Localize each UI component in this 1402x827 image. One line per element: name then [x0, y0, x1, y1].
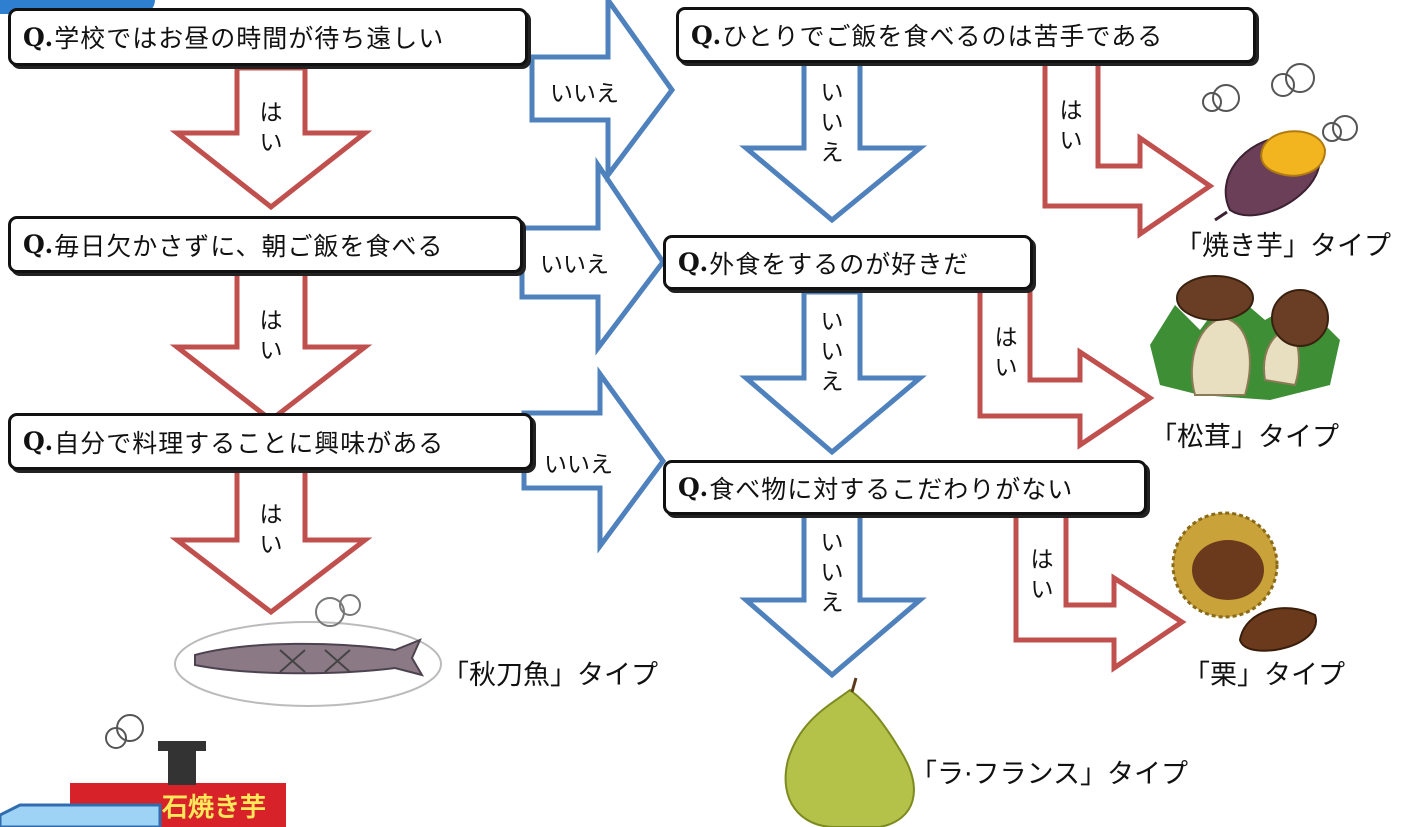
- chestnut-icon: [1171, 511, 1317, 652]
- question-text: 食べ物に対するこだわりがない: [709, 474, 1074, 504]
- no-arrow-q6: [739, 511, 927, 679]
- yes-label-q3: はい: [259, 502, 283, 558]
- question-box-q4: Q.ひとりでご飯を食べるのは苦手である: [676, 7, 1256, 63]
- no-label-q5: いいえ: [820, 309, 844, 395]
- yes-arrow-q6: [1013, 511, 1187, 673]
- no-label-q3: いいえ: [544, 452, 613, 478]
- result-lafrance: 「ラ·フランス」タイプ: [910, 759, 1189, 790]
- yes-arrow-q3: [169, 467, 373, 616]
- question-box-q2: Q.毎日欠かさずに、朝ご飯を食べる: [8, 216, 523, 273]
- question-box-q5: Q.外食をするのが好きだ: [663, 235, 1033, 290]
- yakiimo-truck-icon: [0, 714, 286, 827]
- no-label-q1: いいえ: [550, 81, 619, 107]
- question-text: 学校ではお昼の時間が待ち遠しい: [54, 24, 445, 53]
- pear-icon: [784, 677, 915, 827]
- yes-arrow-q4: [1042, 59, 1215, 239]
- question-prefix: Q.: [678, 248, 710, 277]
- no-arrow-q3: [521, 366, 667, 554]
- result-sanma: 「秋刀魚」タイプ: [442, 660, 658, 691]
- question-text: 毎日欠かさずに、朝ご飯を食べる: [54, 231, 444, 261]
- sweet-potato-icon: [1214, 130, 1327, 222]
- matsutake-icon: [1150, 275, 1340, 400]
- yes-label-q2: はい: [259, 308, 283, 364]
- result-matsutake: 「松茸」タイプ: [1150, 422, 1339, 453]
- truck-sign-text: 石焼き芋: [162, 793, 267, 823]
- no-label-q6: いいえ: [820, 530, 844, 616]
- no-arrow-q1: [529, 0, 676, 183]
- question-prefix: Q.: [691, 20, 723, 50]
- yes-label-q1: はい: [259, 100, 283, 156]
- no-arrow-q4: [739, 59, 928, 224]
- yes-arrow-q1: [169, 65, 373, 211]
- question-box-q6: Q.食べ物に対するこだわりがない: [663, 460, 1147, 515]
- no-arrow-q2: [519, 156, 667, 356]
- question-text: 自分で料理することに興味がある: [54, 428, 445, 458]
- no-label-q2: いいえ: [540, 252, 609, 278]
- no-arrow-q5: [739, 289, 927, 456]
- yes-arrow-q2: [169, 269, 373, 424]
- saury-icon: [174, 594, 442, 707]
- question-box-q1: Q.学校ではお昼の時間が待ち遠しい: [8, 8, 528, 66]
- question-prefix: Q.: [23, 22, 55, 52]
- yes-arrow-q5: [977, 286, 1155, 450]
- steam-icon: [1202, 63, 1358, 142]
- result-kuri: 「栗」タイプ: [1183, 660, 1345, 691]
- no-label-q4: いいえ: [820, 80, 844, 166]
- yes-label-q5: はい: [994, 325, 1018, 381]
- question-text: 外食をするのが好きだ: [709, 249, 970, 279]
- question-prefix: Q.: [23, 230, 55, 259]
- question-text: ひとりでご飯を食べるのは苦手である: [722, 22, 1164, 51]
- question-prefix: Q.: [23, 427, 55, 456]
- yes-label-q4: はい: [1059, 98, 1083, 154]
- question-box-q3: Q.自分で料理することに興味がある: [8, 413, 533, 470]
- result-yakiimo: 「焼き芋」タイプ: [1175, 231, 1391, 262]
- yes-label-q6: はい: [1030, 547, 1054, 603]
- question-prefix: Q.: [678, 473, 710, 502]
